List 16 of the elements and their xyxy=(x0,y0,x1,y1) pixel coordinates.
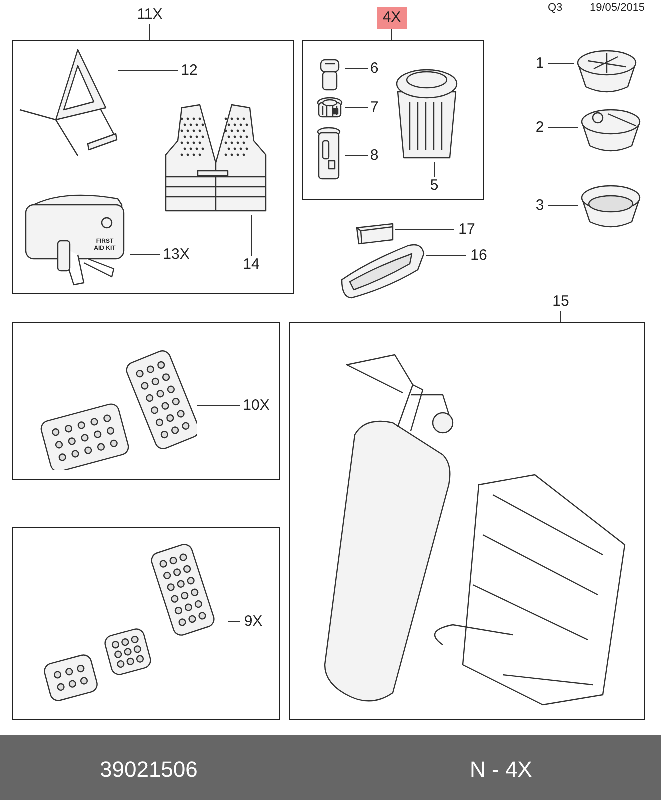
leader-line xyxy=(344,68,368,70)
socket-ring-drawing xyxy=(314,94,344,120)
part-number: 39021506 xyxy=(100,757,198,783)
group-frame xyxy=(12,40,294,294)
leader-line xyxy=(130,254,160,256)
group-frame xyxy=(12,322,280,480)
leader-line xyxy=(560,310,562,322)
date: 19/05/2015 xyxy=(590,2,646,14)
leader-line xyxy=(434,162,436,178)
callout-number: 4X xyxy=(377,7,407,29)
date-code: Q3 xyxy=(548,2,563,14)
group-frame xyxy=(302,40,484,200)
group-frame xyxy=(12,527,280,720)
leader-line xyxy=(118,70,178,72)
quantity-code: N - 4X xyxy=(470,757,532,783)
pad-drawing xyxy=(355,222,395,246)
